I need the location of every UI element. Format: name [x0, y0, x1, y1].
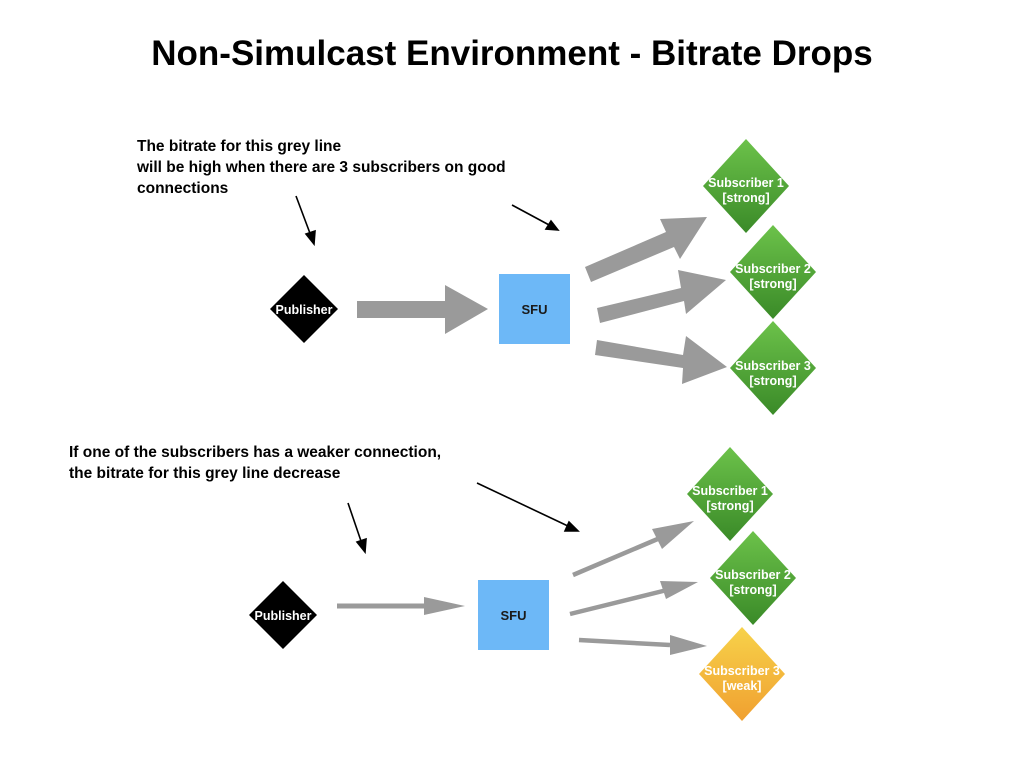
subscriber-name: Subscriber 1 [692, 484, 768, 498]
bottom-note-line: If one of the subscribers has a weaker c… [69, 444, 442, 461]
pointer-arrows [295, 195, 580, 555]
bottom-note-line: the bitrate for this grey line decrease [69, 465, 341, 482]
sfu-label: SFU [499, 298, 570, 320]
publisher-label-text: Publisher [275, 302, 333, 317]
flow-arrow [585, 217, 707, 282]
flow-arrow [357, 285, 488, 334]
flow-arrowhead [670, 635, 707, 655]
pointer-arrowhead [544, 219, 560, 231]
flow-arrow [597, 270, 726, 323]
subscriber-label: Subscriber 2 [strong] [703, 567, 803, 599]
pointer-arrow [476, 482, 571, 528]
subscriber-status: [strong] [722, 191, 770, 205]
flow-arrow [578, 637, 671, 648]
subscriber-name: Subscriber 3 [735, 359, 811, 373]
subscriber-label: Subscriber 1 [strong] [680, 483, 780, 515]
top-flow-arrows [357, 217, 727, 384]
subscriber-status: [strong] [729, 583, 777, 597]
pointer-arrow [295, 195, 312, 237]
subscriber-node-weak [699, 627, 785, 721]
publisher-label: Publisher [264, 299, 344, 321]
top-note-line: The bitrate for this grey line [137, 138, 342, 155]
sfu-node [499, 274, 570, 344]
flow-arrowhead [652, 521, 694, 549]
flow-arrow [569, 587, 668, 617]
publisher-label: Publisher [243, 605, 323, 627]
sfu-label-text: SFU [521, 301, 548, 317]
subscriber-label: Subscriber 3 [weak] [692, 663, 792, 695]
bottom-flow-arrows [337, 521, 707, 655]
publisher-node [270, 275, 338, 343]
subscriber-node [703, 139, 789, 233]
flow-arrowhead [424, 597, 465, 615]
pointer-arrowhead [355, 537, 367, 555]
subscriber-name: Subscriber 1 [708, 176, 784, 190]
subscriber-node [687, 447, 773, 541]
pointer-arrowhead [563, 520, 580, 532]
subscriber-name: Subscriber 3 [704, 664, 780, 678]
bottom-note: If one of the subscribers has a weaker c… [69, 442, 441, 484]
top-note-line: connections [137, 180, 229, 197]
flow-arrowhead [660, 581, 698, 599]
subscriber-label: Subscriber 2 [strong] [723, 261, 823, 293]
top-note: The bitrate for this grey line will be h… [137, 136, 506, 199]
subscriber-status: [strong] [706, 499, 754, 513]
page-title: Non-Simulcast Environment - Bitrate Drop… [151, 34, 873, 73]
subscriber-label: Subscriber 1 [strong] [696, 175, 796, 207]
subscriber-node [730, 225, 816, 319]
subscriber-name: Subscriber 2 [735, 262, 811, 276]
subscriber-status: [weak] [722, 679, 762, 693]
pointer-arrow [511, 204, 552, 227]
publisher-label-text: Publisher [254, 608, 312, 623]
subscriber-label: Subscriber 3 [strong] [723, 358, 823, 390]
subscriber-name: Subscriber 2 [715, 568, 791, 582]
flow-arrow [572, 535, 661, 578]
top-note-line: will be high when there are 3 subscriber… [137, 159, 506, 176]
subscriber-status: [strong] [749, 277, 797, 291]
sfu-label: SFU [478, 604, 549, 626]
publisher-node [249, 581, 317, 649]
pointer-arrow [347, 502, 363, 545]
sfu-label-text: SFU [500, 607, 527, 623]
subscriber-node [710, 531, 796, 625]
subscriber-status: [strong] [749, 374, 797, 388]
flow-arrow [595, 336, 727, 384]
sfu-node [478, 580, 549, 650]
pointer-arrowhead [304, 229, 316, 247]
subscriber-node [730, 321, 816, 415]
